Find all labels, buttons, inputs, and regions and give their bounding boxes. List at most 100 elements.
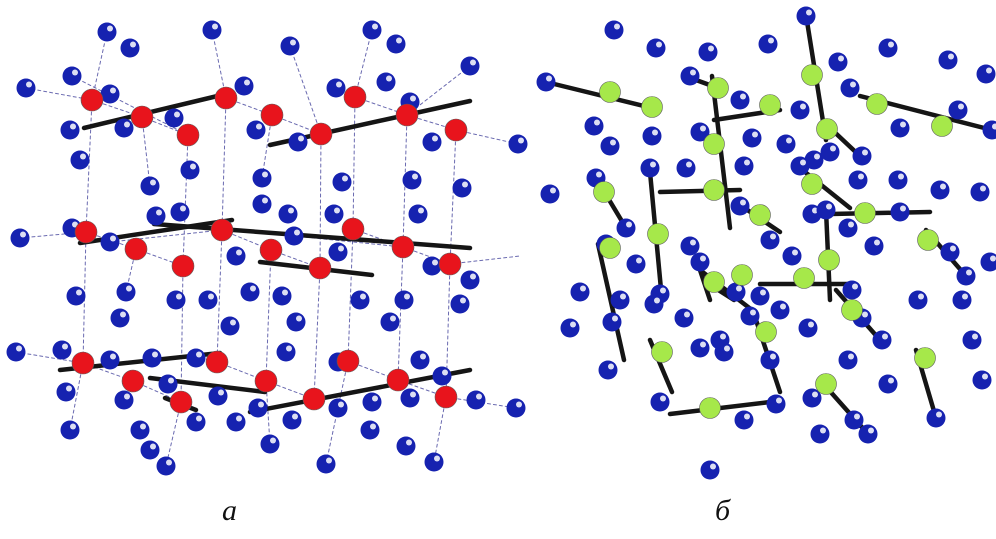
blue-atom-highlight	[432, 135, 438, 142]
blue-atom-highlight	[858, 173, 864, 180]
bonded-atom	[260, 103, 284, 127]
blue-atom	[140, 440, 160, 460]
blue-atom	[844, 410, 864, 430]
blue-atom	[782, 246, 802, 266]
blue-atom	[680, 236, 700, 256]
blue-atom-sphere	[272, 286, 292, 306]
blue-atom	[930, 180, 950, 200]
blue-atom	[838, 218, 858, 238]
blue-atom-highlight	[120, 311, 126, 318]
blue-atom	[760, 230, 780, 250]
hydrogen-bond	[313, 267, 321, 400]
blue-atom-sphere	[956, 266, 976, 286]
panel-a-structure	[6, 20, 528, 476]
blue-atom-sphere	[240, 282, 260, 302]
blue-atom-sphere	[280, 36, 300, 56]
hydrogen-bond	[182, 134, 189, 267]
blue-atom-highlight	[888, 41, 894, 48]
blue-atom	[460, 270, 480, 290]
blue-atom-sphere	[680, 66, 700, 86]
blue-atom-sphere	[770, 300, 790, 320]
blue-atom-highlight	[808, 321, 814, 328]
blue-atom-highlight	[936, 411, 942, 418]
blue-atom-sphere	[284, 226, 304, 246]
blue-atom	[734, 156, 754, 176]
blue-atom	[616, 218, 636, 238]
covalent-bond	[827, 209, 933, 217]
blue-atom-sphere	[400, 388, 420, 408]
hydrogen-bond	[141, 116, 151, 187]
blue-atom	[690, 122, 710, 142]
blue-atom-highlight	[412, 173, 418, 180]
blue-atom-sphere	[100, 232, 120, 252]
blue-atom-highlight	[720, 333, 726, 340]
blue-atom-sphere	[742, 128, 762, 148]
blue-atom	[802, 388, 822, 408]
bonded-atom	[336, 349, 360, 373]
blue-atom	[750, 286, 770, 306]
blue-atom-highlight	[286, 345, 292, 352]
blue-atom	[766, 394, 786, 414]
bonded-atom	[395, 103, 419, 127]
blue-atom-highlight	[470, 59, 476, 66]
blue-atom	[248, 398, 268, 418]
blue-atom-highlight	[230, 319, 236, 326]
blue-atom-sphere	[790, 100, 810, 120]
covalent-bond	[657, 187, 743, 195]
blue-atom-sphere	[56, 382, 76, 402]
blue-atom	[226, 246, 246, 266]
blue-atom	[252, 168, 272, 188]
blue-atom	[604, 20, 624, 40]
blue-atom	[680, 66, 700, 86]
blue-atom-highlight	[150, 443, 156, 450]
blue-atom-highlight	[360, 293, 366, 300]
blue-atom	[166, 290, 186, 310]
bonded-atom	[699, 397, 721, 419]
blue-atom-highlight	[470, 273, 476, 280]
blue-atom	[726, 282, 746, 302]
blue-atom	[146, 206, 166, 226]
blue-atom-highlight	[262, 197, 268, 204]
hydrogen-bond	[265, 249, 272, 382]
bonded-atom	[210, 218, 234, 242]
blue-atom	[646, 38, 666, 58]
blue-atom-highlight	[262, 171, 268, 178]
blue-atom	[864, 236, 884, 256]
blue-atom-sphere	[570, 282, 590, 302]
blue-atom	[878, 374, 898, 394]
blue-atom-highlight	[792, 249, 798, 256]
blue-atom-sphere	[980, 252, 996, 272]
blue-atom	[362, 20, 382, 40]
blue-atom-highlight	[404, 293, 410, 300]
blue-atom	[972, 370, 992, 390]
blue-atom-highlight	[550, 187, 556, 194]
blue-atom-sphere	[616, 218, 636, 238]
blue-atom-sphere	[130, 420, 150, 440]
blue-atom-sphere	[604, 20, 624, 40]
blue-atom-highlight	[336, 81, 342, 88]
blue-atom-sphere	[424, 452, 444, 472]
blue-atom	[838, 350, 858, 370]
blue-atom-highlight	[992, 123, 996, 130]
blue-atom	[170, 202, 190, 222]
blue-atom	[770, 300, 790, 320]
bonded-atom	[914, 347, 936, 369]
blue-atom-sphere	[226, 412, 246, 432]
blue-atom-highlight	[882, 333, 888, 340]
blue-atom-highlight	[806, 9, 812, 16]
hydrogen-bond	[397, 246, 404, 381]
blue-atom-highlight	[940, 183, 946, 190]
blue-atom-highlight	[986, 67, 992, 74]
blue-atom	[828, 52, 848, 72]
blue-atom	[226, 412, 246, 432]
blue-atom	[332, 172, 352, 192]
blue-atom-highlight	[406, 439, 412, 446]
blue-atom-sphere	[114, 118, 134, 138]
blue-atom-highlight	[740, 199, 746, 206]
blue-atom-highlight	[760, 289, 766, 296]
blue-atom-sphere	[226, 246, 246, 266]
blue-atom-sphere	[278, 204, 298, 224]
bonded-atom	[731, 264, 753, 286]
blue-atom-sphere	[840, 78, 860, 98]
blue-atom	[400, 388, 420, 408]
